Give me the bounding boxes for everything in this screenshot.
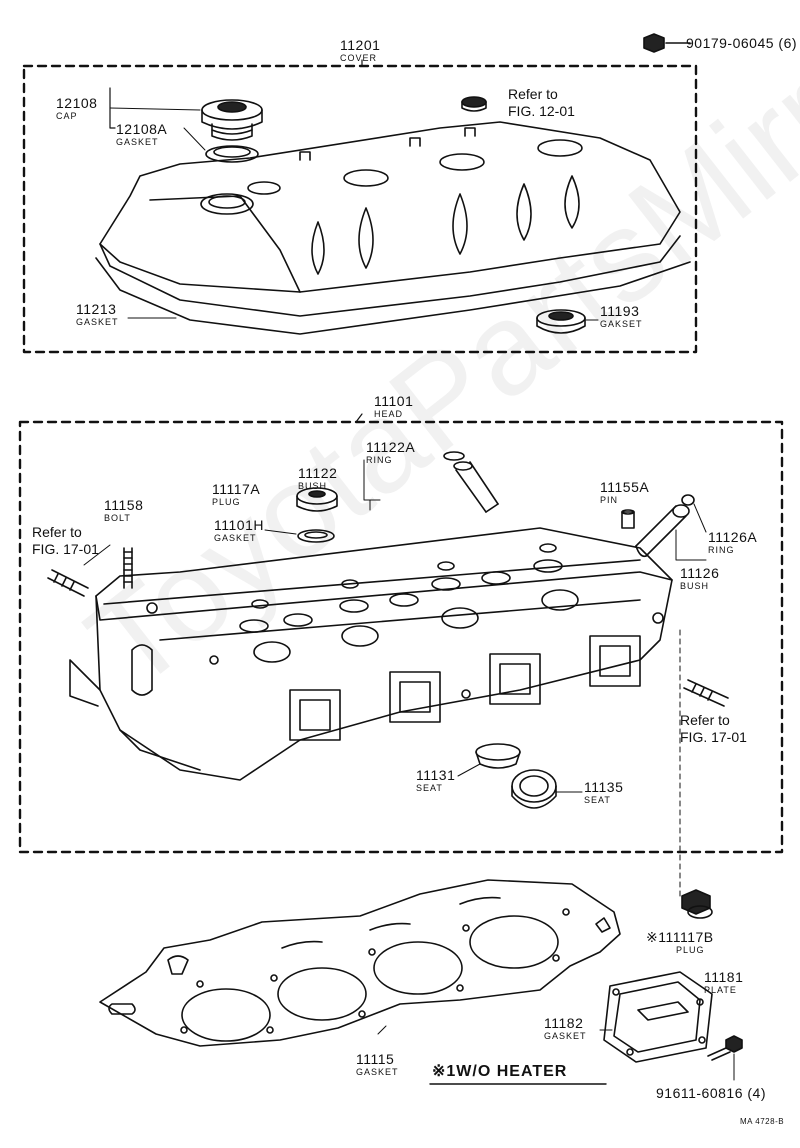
ring-b-part-number: 11126A [708,529,758,545]
cover-part-number: 11201 [340,37,381,53]
seat-b-part-number: 11135 [584,779,624,795]
ring-a-part-number: 11122A [366,439,416,455]
plug-part-name: PLUG [212,497,241,507]
cap-gasket-part-name: GASKET [116,137,159,147]
stud-bolt-left-icon [47,569,89,597]
head-gasket-icon [99,879,621,1047]
head-gasket-small-part-number: 11101H [214,517,264,533]
cap-part-number: 12108 [56,95,98,111]
plate-gasket-part-number: 11182 [544,1015,584,1031]
head-refer-left-fig: FIG. 17-01 [32,541,99,557]
cover-gasket-part-name: GASKET [76,317,119,327]
ring-a-part-name: RING [366,455,393,465]
pin-icon [621,509,635,529]
grommet-gasket-part-number: 11193 [600,303,640,319]
grommet-gasket-icon [536,309,586,334]
head-part-number: 11101 [374,393,414,409]
cap-part-name: CAP [56,111,78,121]
bush-b-part-name: BUSH [680,581,710,591]
plug-icon [296,487,338,512]
stud-bolt-right-icon [683,679,729,707]
plug-b-icon [681,889,713,919]
cover-part-name: COVER [340,53,378,63]
seat-a-part-name: SEAT [416,783,443,793]
pin-part-name: PIN [600,495,619,505]
bolt-91611-callout: 91611-60816 (4) [656,1085,766,1101]
head-gasket-small-icon [297,529,335,543]
head-gasket-part-name: GASKET [356,1067,399,1077]
valve-seat-b-icon [511,769,557,809]
cover-group-frame [22,64,698,354]
bolt-90179-callout: 90179-06045 (6) [686,35,798,51]
plate-part-number: 11181 [704,969,744,985]
seat-a-part-number: 11131 [416,767,456,783]
figure-code: MA 4728-B [740,1117,785,1126]
plate-part-name: PLATE [704,985,737,995]
head-refer-right-fig: FIG. 17-01 [680,729,747,745]
bush-part-name: BUSH [298,481,328,491]
plug-b-part-number: ※111117B [646,929,714,945]
valve-guide-bush-icon [443,451,499,513]
valve-seat-a-icon [475,743,521,769]
cover-refer-fig: FIG. 12-01 [508,103,575,119]
plate-icon [603,971,713,1063]
bolt-91611-icon [707,1035,743,1061]
heater-note: ※1W/O HEATER [432,1063,568,1080]
head-gasket-small-part-name: GASKET [214,533,257,543]
plug-b-part-name: PLUG [676,945,705,955]
stud-bolt-icon [123,547,133,589]
cap-gasket-part-number: 12108A [116,121,168,137]
pin-part-number: 11155A [600,479,650,495]
bolt-part-number: 11158 [104,497,144,513]
oil-filler-cap-icon [201,99,263,141]
cylinder-head-icon [69,527,673,781]
plug-part-number: 11117A [212,481,261,497]
cover-refer-text: Refer to [508,86,558,102]
head-group-frame [18,420,784,854]
bolt-90179-icon [643,33,691,53]
small-plug-icon [461,96,487,112]
cover-gasket-part-number: 11213 [76,301,117,317]
grommet-gasket-part-name: GAKSET [600,319,643,329]
head-gasket-part-number: 11115 [356,1051,395,1067]
head-part-name: HEAD [374,409,404,419]
bush-b-icon [635,494,695,558]
ring-b-part-name: RING [708,545,735,555]
bush-part-number: 11122 [298,465,338,481]
bolt-part-name: BOLT [104,513,131,523]
plate-gasket-part-name: GASKET [544,1031,587,1041]
bush-b-part-number: 11126 [680,565,720,581]
head-refer-left-text: Refer to [32,524,82,540]
cap-gasket-icon [205,145,259,163]
valve-cover-icon [95,121,691,335]
seat-b-part-name: SEAT [584,795,611,805]
head-refer-right-text: Refer to [680,712,730,728]
